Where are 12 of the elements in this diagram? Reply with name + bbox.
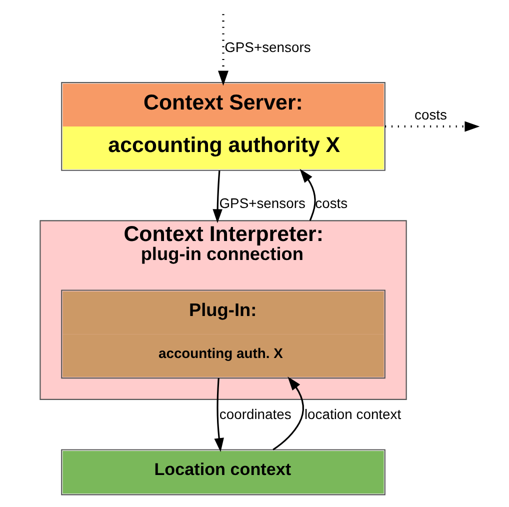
edge-label: GPS+sensors	[224, 38, 311, 54]
edge-label: costs	[315, 194, 348, 211]
arrow	[272, 376, 304, 450]
arrow	[218, 14, 229, 86]
edge-label: coordinates	[219, 406, 292, 422]
edge-label: location context	[304, 406, 402, 422]
arrow	[385, 120, 480, 132]
edge-label: costs	[414, 106, 447, 122]
arrow	[300, 168, 316, 220]
arrow	[212, 170, 222, 223]
arrow	[214, 378, 224, 452]
edge-label: GPS+sensors	[219, 194, 306, 211]
